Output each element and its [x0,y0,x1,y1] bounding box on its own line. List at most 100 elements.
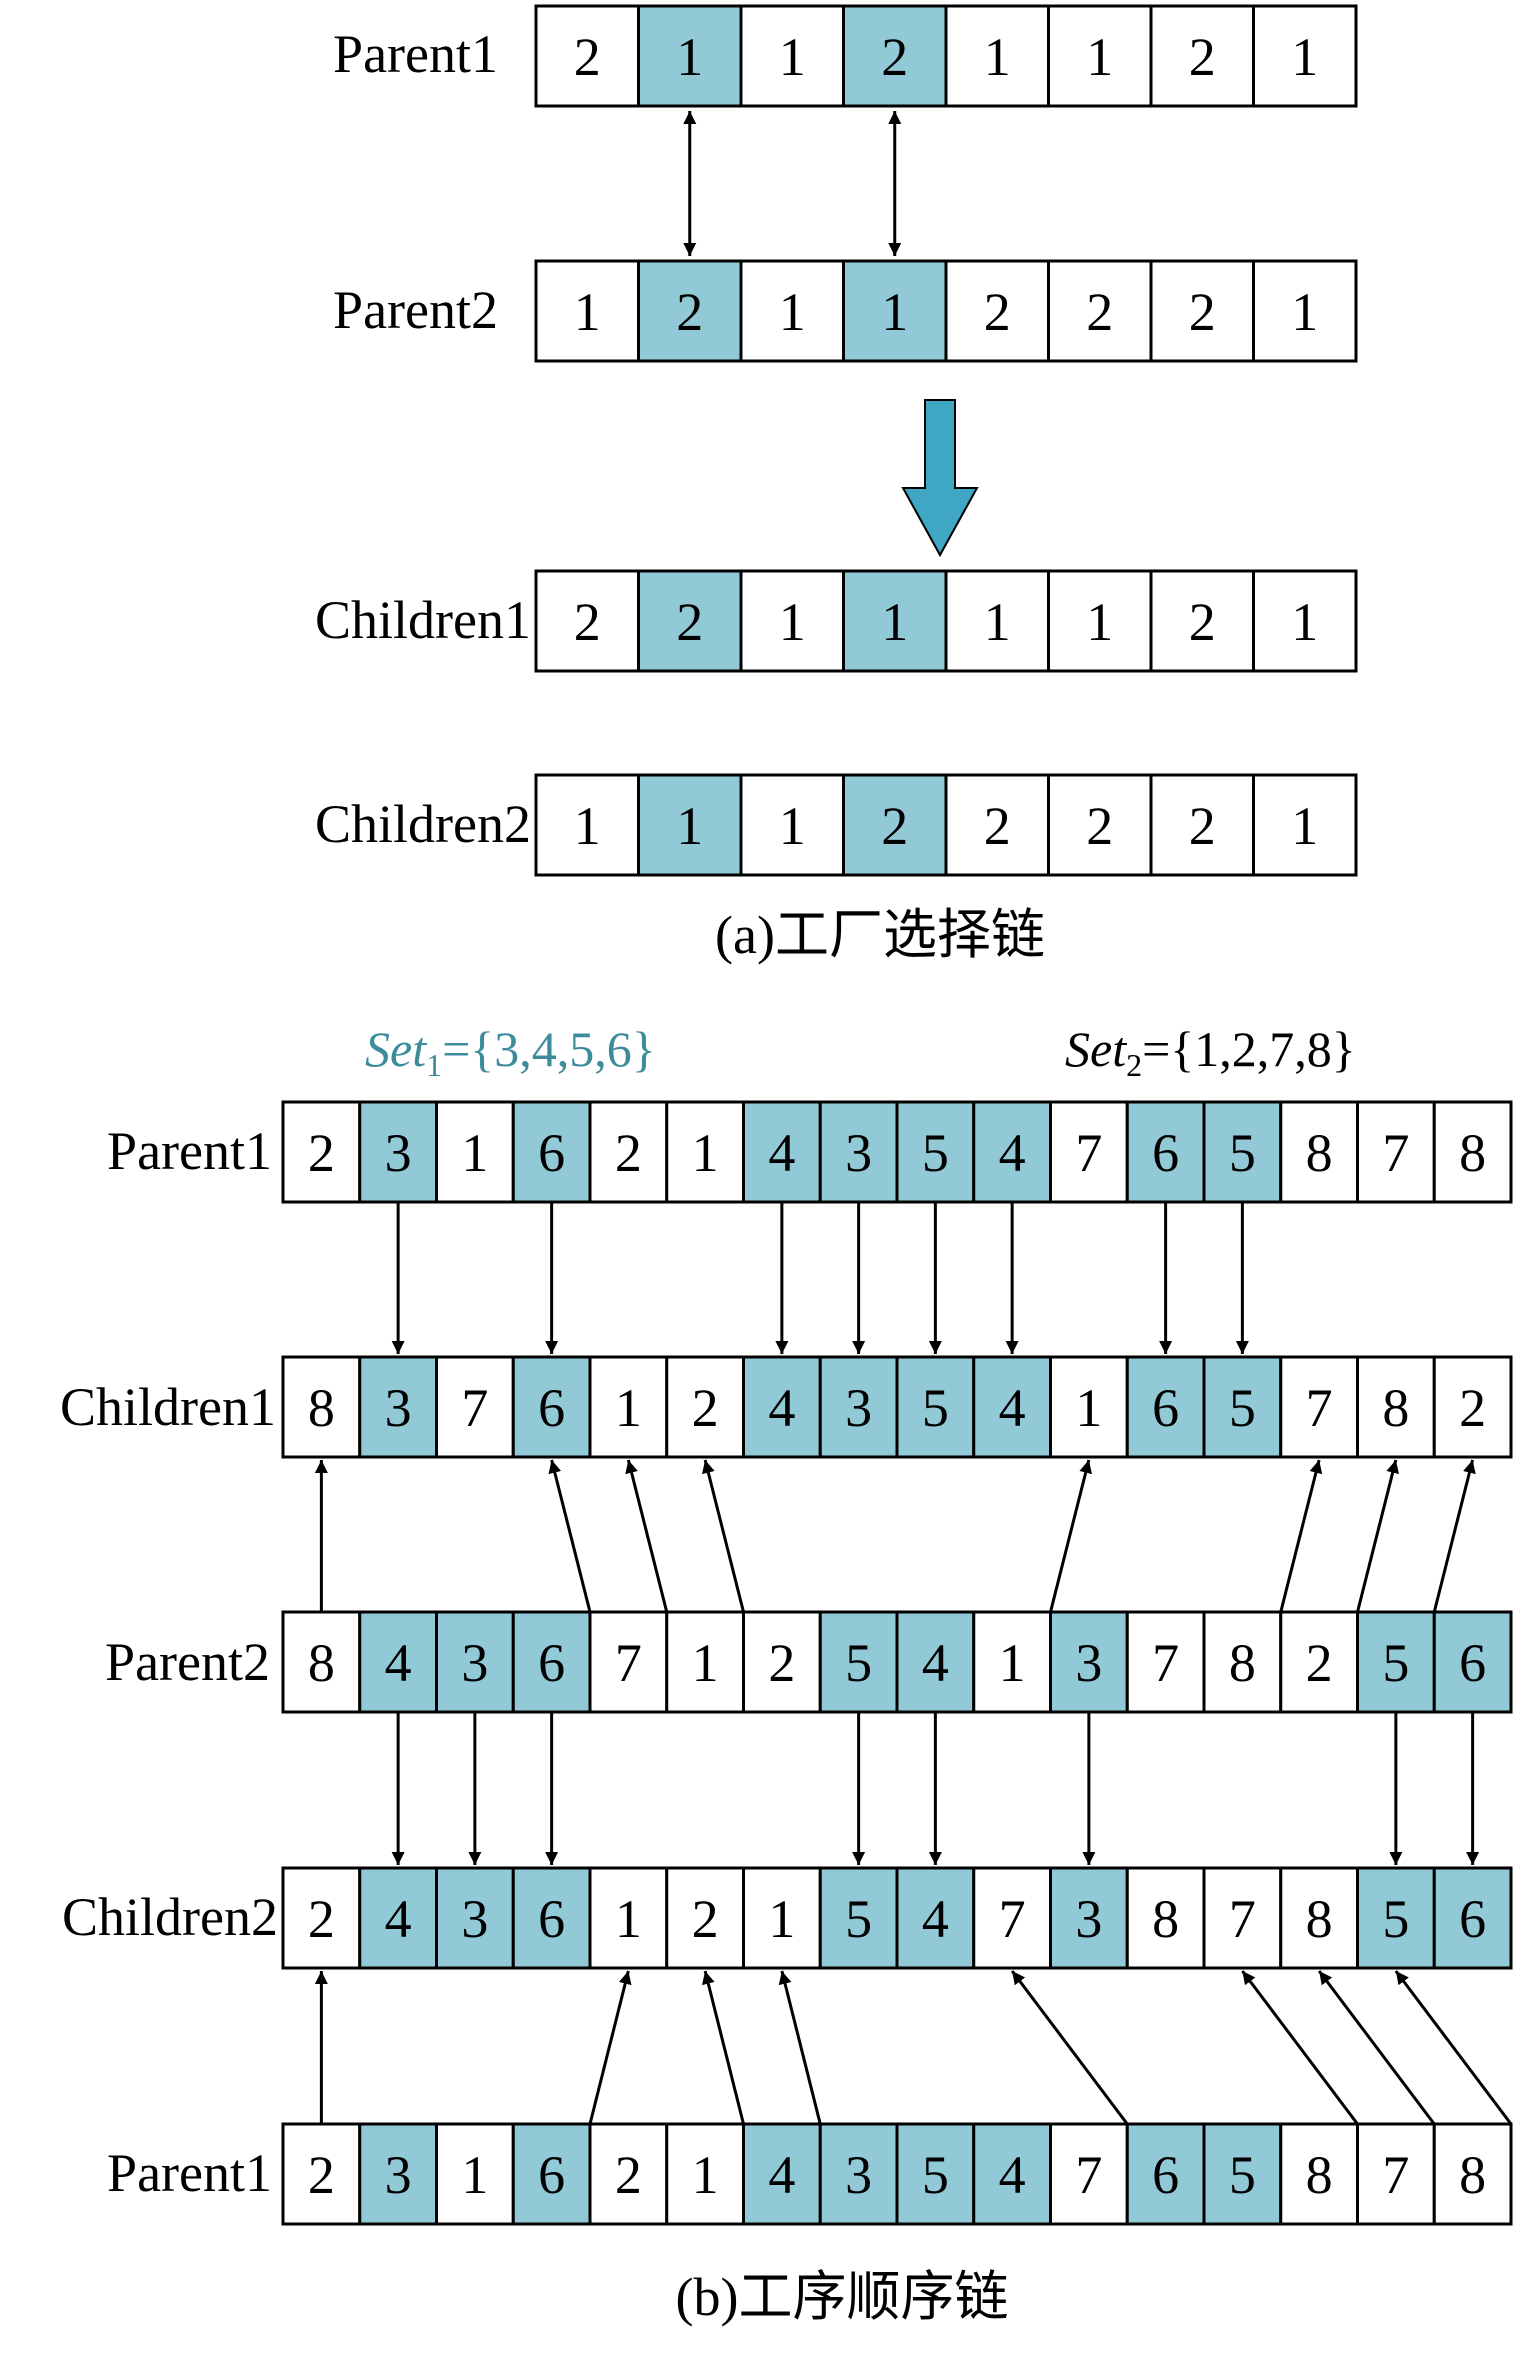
gene-cell [1125,2122,1206,2226]
gene-value: 1 [779,796,806,856]
set2-members: ={1,2,7,8} [1142,1021,1356,1077]
gene-value: 2 [615,2145,642,2205]
gene-value: 6 [1459,1889,1486,1949]
gene-cell [1047,4,1153,108]
gene-value: 1 [779,27,806,87]
gene-value: 3 [845,2145,872,2205]
copy-arrow [1010,1970,1129,2125]
copy-arrow [1279,1459,1323,1613]
gene-cell [1432,1610,1513,1714]
gene-value: 6 [1152,1378,1179,1438]
panel-b-caption: (b)工序顺序链 [676,2267,1009,2327]
gene-cell [742,2122,822,2226]
gene-value: 5 [1229,2145,1256,2205]
gene-value: 2 [692,1889,719,1949]
gene-value: 2 [308,2145,335,2205]
gene-value: 2 [881,796,908,856]
gene-cell [842,569,948,673]
gene-value: 4 [385,1633,412,1693]
gene-cell [665,1100,745,1204]
row-label: Children2 [62,1887,278,1947]
gene-value: 3 [385,1378,412,1438]
gene-cell [665,1610,745,1714]
gene-value: 2 [615,1123,642,1183]
gene-cell [358,1866,438,1970]
gene-value: 2 [1306,1633,1333,1693]
gene-value: 7 [1152,1633,1179,1693]
gene-cell [944,4,1050,108]
gene-cell [637,4,743,108]
gene-cell [895,1355,976,1459]
gene-cell [511,1866,592,1970]
gene-value: 6 [538,2145,565,2205]
panel-a-row-children1: Children1 [315,590,531,650]
gene-value: 2 [1189,796,1216,856]
gene-value: 8 [1459,1123,1486,1183]
gene-cell [665,1355,745,1459]
gene-value: 2 [768,1633,795,1693]
gene-value: 4 [999,1378,1026,1438]
row-label: Parent2 [333,280,498,340]
gene-cell [1252,4,1358,108]
gene-value: 7 [1382,2145,1409,2205]
gene-value: 1 [984,592,1011,652]
copy-arrow [625,1459,669,1613]
gene-value: 2 [676,592,703,652]
gene-value: 7 [461,1378,488,1438]
gene-cell [588,1610,669,1714]
gene-value: 1 [615,1889,642,1949]
gene-value: 3 [845,1378,872,1438]
gene-cell [818,1355,899,1459]
gene-cell [818,1100,899,1204]
gene-value: 6 [538,1889,565,1949]
gene-value: 2 [308,1123,335,1183]
gene-cell [588,1100,669,1204]
gene-value: 8 [1229,1633,1256,1693]
row-label: Children2 [315,794,531,854]
gene-value: 4 [768,1123,795,1183]
panel-a-row-children2: Children2 [315,794,531,854]
gene-cell [1149,259,1255,363]
copy-arrow [548,1459,592,1613]
gene-value: 2 [1189,27,1216,87]
copy-arrow [1049,1459,1092,1613]
gene-value: 7 [1306,1378,1333,1438]
gene-value: 7 [1229,1889,1256,1949]
copy-arrow [702,1459,745,1613]
gene-value: 4 [385,1889,412,1949]
gene-value: 5 [1382,1889,1409,1949]
gene-value: 2 [308,1889,335,1949]
gene-value: 8 [1459,2145,1486,2205]
copy-arrow [1317,1970,1436,2125]
gene-value: 4 [922,1889,949,1949]
gene-cell [665,2122,745,2226]
down-arrow-icon [901,399,979,558]
gene-value: 2 [984,796,1011,856]
gene-cell [435,1100,515,1204]
panel-a-row-parent1: Parent1 [333,24,498,84]
copy-arrow [778,1970,822,2125]
gene-value: 5 [922,1123,949,1183]
gene-cell [281,1610,362,1714]
gene-value: 4 [922,1633,949,1693]
gene-cell [1356,1355,1436,1459]
panel-b: Set1={3,4,5,6} Set2={1,2,7,8} Parent1 Ch… [60,1021,1513,2327]
gene-value: 1 [1291,27,1318,87]
gene-value: 6 [1152,1123,1179,1183]
set1-subscript: 1 [426,1047,442,1083]
gene-value: 1 [692,2145,719,2205]
gene-value: 2 [1086,282,1113,342]
gene-value: 1 [779,282,806,342]
gene-cell [972,1355,1052,1459]
gene-cell [358,1355,438,1459]
copy-arrow [1241,1970,1359,2125]
gene-value: 1 [615,1378,642,1438]
gene-value: 1 [999,1633,1026,1693]
gene-value: 1 [984,27,1011,87]
gene-cell [944,773,1050,877]
gene-cell [1432,1100,1513,1204]
gene-value: 4 [999,1123,1026,1183]
